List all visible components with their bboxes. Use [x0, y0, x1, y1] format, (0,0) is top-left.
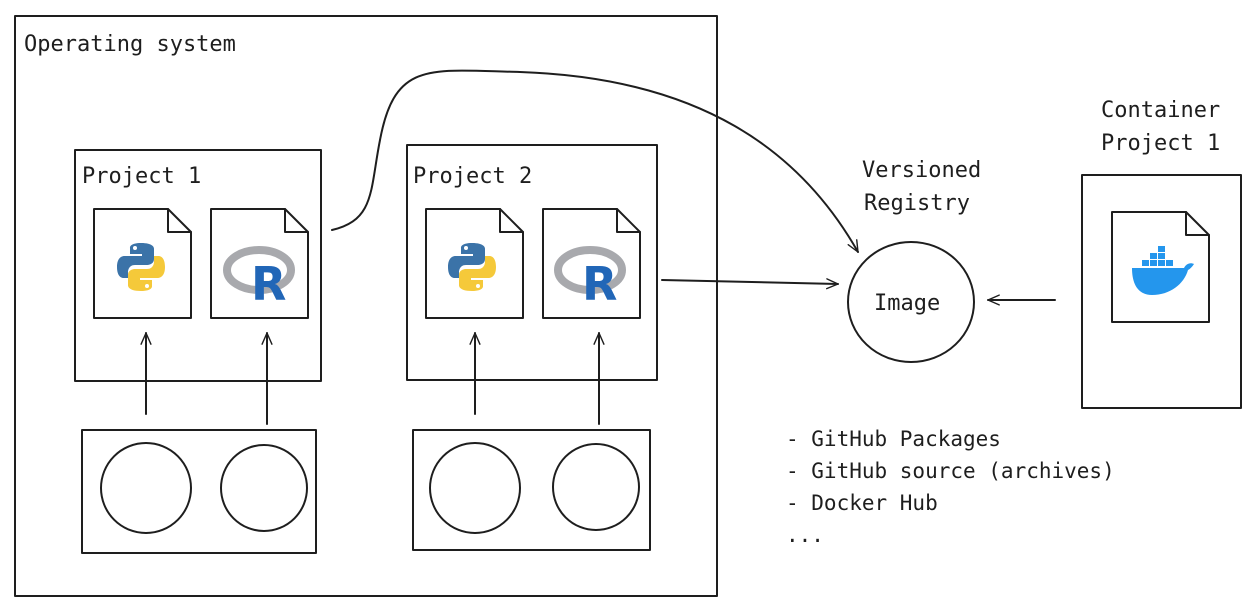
- python-icon: [448, 243, 496, 291]
- registry-title-line-1: Versioned: [862, 158, 981, 183]
- dockerfile: [1111, 211, 1210, 323]
- container-title-line-2: Project 1: [1101, 131, 1220, 156]
- r-language-icon: R: [223, 246, 295, 311]
- python-icon: [117, 243, 165, 291]
- publish-arrow-project-2: [661, 278, 839, 290]
- python-file: [425, 208, 524, 319]
- r-file: R: [210, 208, 309, 319]
- registry-list-item: - GitHub source (archives): [786, 459, 1115, 483]
- project-1-label: Project 1: [82, 164, 201, 189]
- container-title-line-1: Container: [1101, 98, 1220, 123]
- svg-text:R: R: [251, 257, 286, 311]
- registry-list-item: - Docker Hub: [786, 491, 938, 515]
- svg-text:R: R: [582, 257, 617, 311]
- registry-list: - GitHub Packages - GitHub source (archi…: [786, 427, 1115, 547]
- container-box: [1081, 174, 1242, 409]
- operating-system-box: Operating system: [14, 15, 718, 597]
- image-node[interactable]: Image: [847, 241, 975, 363]
- project-1-dependencies: [81, 429, 317, 554]
- r-file: R: [542, 208, 641, 319]
- registry-list-item: - GitHub Packages: [786, 427, 1001, 451]
- dependency-circle: [552, 443, 640, 531]
- registry-list-item: ...: [786, 523, 824, 547]
- dependency-circle: [220, 444, 308, 532]
- docker-whale-icon: [1132, 246, 1194, 295]
- publish-arrow-project-1: [331, 69, 859, 253]
- image-label: Image: [874, 291, 940, 316]
- project-2-label: Project 2: [413, 164, 532, 189]
- project-2-dependencies: [412, 429, 651, 551]
- python-file: [93, 208, 192, 319]
- registry-title-line-2: Registry: [864, 191, 970, 216]
- project-1-box: Project 1 R: [74, 149, 322, 425]
- project-2-box: Project 2 R: [406, 144, 658, 425]
- dependency-circle: [429, 442, 521, 534]
- operating-system-label: Operating system: [24, 32, 236, 57]
- r-language-icon: R: [554, 246, 626, 311]
- dependency-circle: [100, 442, 192, 534]
